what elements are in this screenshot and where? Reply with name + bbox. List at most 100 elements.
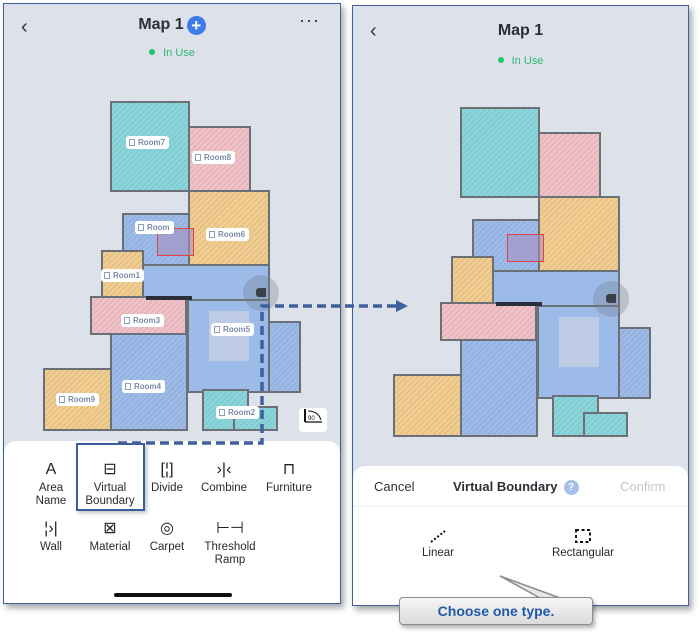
svg-text:90: 90 xyxy=(308,416,315,422)
right-phone-screen: ‹ Map 1 In Use Cancel Virtual Boundary? … xyxy=(352,5,689,606)
map-room8[interactable] xyxy=(538,132,601,198)
back-button[interactable]: ‹ xyxy=(21,16,28,38)
tool-material[interactable]: ⊠Material xyxy=(80,520,140,554)
help-icon[interactable]: ? xyxy=(563,480,579,495)
tool-label: Carpet xyxy=(149,541,185,553)
room-label[interactable]: Room3 xyxy=(121,314,165,327)
map-room1[interactable] xyxy=(451,256,494,305)
callout-tooltip: Choose one type. xyxy=(399,597,593,625)
room-label-text: Room6 xyxy=(218,230,246,239)
room-label[interactable]: Room5 xyxy=(211,323,255,336)
map-title-text: Map 1 xyxy=(138,16,184,33)
selected-area-box[interactable] xyxy=(507,234,544,262)
robot-icon[interactable] xyxy=(606,294,616,303)
room-label[interactable]: Room2 xyxy=(216,406,260,419)
room-label[interactable]: Room xyxy=(135,221,174,234)
tool-combine[interactable]: ›|‹ Combine xyxy=(194,461,254,495)
divide-icon: [¦] xyxy=(160,461,174,478)
room-label[interactable]: Room4 xyxy=(122,380,166,393)
robot-icon[interactable] xyxy=(256,288,266,297)
carpet-area xyxy=(209,311,249,361)
room-label-text: Room8 xyxy=(204,153,232,162)
room-label[interactable]: Room9 xyxy=(56,393,100,406)
rotate-map-button[interactable]: 90 xyxy=(299,408,327,432)
map-room6[interactable] xyxy=(188,190,270,266)
room-label-text: Room2 xyxy=(228,408,256,417)
door-icon xyxy=(104,272,110,279)
status-dot-icon xyxy=(149,49,156,55)
door-icon xyxy=(124,317,130,324)
map-room9[interactable] xyxy=(393,374,462,437)
tool-label-line2: Name xyxy=(35,495,67,507)
virtual-boundary-sheet: Cancel Virtual Boundary? Confirm Linear … xyxy=(353,466,688,605)
room-label-text: Room5 xyxy=(223,325,251,334)
dashed-connector-line xyxy=(118,304,398,445)
rectangular-type-option[interactable]: Rectangular xyxy=(543,528,623,559)
room-label[interactable]: Room6 xyxy=(206,228,250,241)
room-label[interactable]: Room1 xyxy=(101,269,145,282)
room-label-text: Room3 xyxy=(133,316,161,325)
combine-icon: ›|‹ xyxy=(216,461,232,478)
tool-wall[interactable]: ¦›| Wall xyxy=(21,520,81,554)
door-icon xyxy=(138,224,144,231)
door-icon xyxy=(125,383,131,390)
tool-label-line2: Boundary xyxy=(85,495,135,507)
map-room6[interactable] xyxy=(538,196,620,272)
area-icon: A xyxy=(45,461,57,478)
room-label-text: Room1 xyxy=(113,271,141,280)
tool-divide[interactable]: [¦] Divide xyxy=(137,461,197,495)
status-text: In Use xyxy=(163,47,195,59)
sheet-title-text: Virtual Boundary xyxy=(453,479,558,494)
tool-furniture[interactable]: ⊓Furniture xyxy=(259,461,319,495)
back-button[interactable]: ‹ xyxy=(370,20,377,42)
threshold-icon: ⊢⊣ xyxy=(216,520,244,537)
tool-label: Combine xyxy=(200,482,248,494)
tool-carpet[interactable]: ◎ Carpet xyxy=(137,520,197,554)
door-icon xyxy=(195,154,201,161)
linear-type-option[interactable]: Linear xyxy=(403,528,473,559)
tool-label-line2: Ramp xyxy=(214,554,246,566)
tool-label: Threshold xyxy=(204,541,256,553)
map-room7[interactable] xyxy=(460,107,540,198)
more-options-icon[interactable]: ··· xyxy=(299,10,320,30)
map-title: Map 1+ xyxy=(4,16,340,35)
linear-label: Linear xyxy=(422,547,454,559)
confirm-button[interactable]: Confirm xyxy=(620,479,666,494)
tool-label: Wall xyxy=(40,541,62,553)
floor-map[interactable] xyxy=(353,6,688,441)
room-label-text: Room7 xyxy=(138,138,166,147)
door-icon xyxy=(59,396,65,403)
cancel-button[interactable]: Cancel xyxy=(374,479,415,494)
map-room3[interactable] xyxy=(440,302,537,341)
map-room5-right[interactable] xyxy=(268,321,301,393)
room-label[interactable]: Room8 xyxy=(192,151,236,164)
virtual-wall-segment xyxy=(496,302,542,306)
map-room4[interactable] xyxy=(460,339,538,437)
carpet-icon: ◎ xyxy=(160,520,174,537)
status-dot-icon xyxy=(497,57,504,63)
map-title: Map 1 xyxy=(353,22,688,40)
map-room2-b[interactable] xyxy=(583,412,628,437)
sheet-header: Cancel Virtual Boundary? Confirm xyxy=(353,466,688,507)
tool-label: Material xyxy=(89,541,131,553)
door-icon xyxy=(214,326,220,333)
map-status: In Use xyxy=(353,55,688,67)
room-label[interactable]: Room7 xyxy=(126,136,170,149)
home-indicator xyxy=(114,593,232,597)
map-title-text: Map 1 xyxy=(497,22,544,39)
map-room5-right[interactable] xyxy=(618,327,651,399)
wall-icon: ¦›| xyxy=(44,520,58,537)
status-text: In Use xyxy=(511,55,544,67)
add-map-icon[interactable]: + xyxy=(186,16,206,35)
map-status: In Use xyxy=(4,47,340,59)
tool-label: Divide xyxy=(151,482,183,494)
callout-pointer xyxy=(499,575,561,599)
arrow-head-icon xyxy=(396,300,408,312)
